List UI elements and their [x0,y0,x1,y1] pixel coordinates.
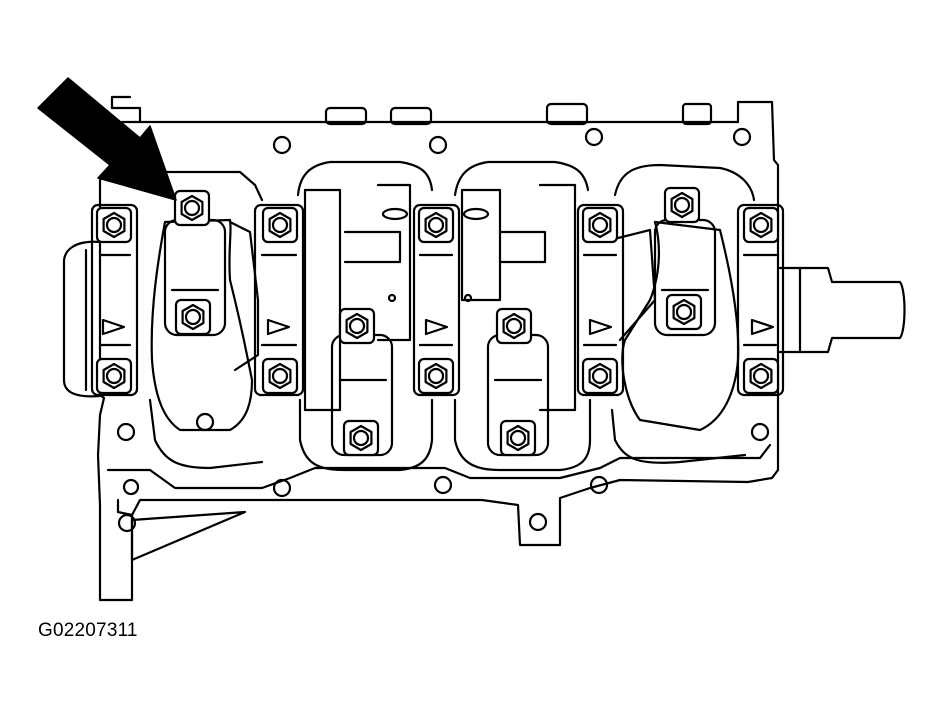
main-bearing-cap-1 [90,203,139,397]
bay-outline-3-lower [453,398,592,472]
crank-rear-flange [778,266,906,354]
top-boss [324,106,368,126]
bolt-icon [173,189,211,227]
bolt-hole [528,512,548,532]
bolt-icon [581,206,619,244]
crank-web-3b [538,183,577,412]
bolt-hole [195,412,215,432]
bay-outline-1-lower [148,398,264,470]
bolt-icon [417,206,455,244]
bolt-hole [117,513,137,533]
bolt-hole [122,478,140,496]
triangle-icon [101,318,126,336]
bolt-icon [665,293,703,331]
arrow-icon [37,77,177,201]
block-top-step [110,106,142,124]
bolt-icon [261,206,299,244]
bolts-group [95,186,780,457]
crank-journal-3 [460,188,502,302]
bolt-icon [342,419,380,457]
bolt-icon [581,357,619,395]
bolt-icon [495,307,533,345]
cylinder-block-outline [96,100,780,602]
bolt-hole [433,475,453,495]
bolt-hole [584,127,604,147]
counterweight-1 [150,218,254,432]
bolt-icon [663,186,701,224]
crank-journal-2 [303,188,342,412]
top-boss [545,102,589,126]
counterweight-1-web [228,220,260,372]
main-bearing-cap-3 [412,203,461,397]
block-top-ridge [110,95,132,110]
crank-web-2 [343,230,402,264]
oil-hole [463,293,473,303]
bolt-hole [272,478,292,498]
bay-outline-4 [613,163,756,202]
oil-pan-rail [116,498,134,517]
bolt-icon [261,357,299,395]
oil-hole [462,207,490,221]
bay-outline-3 [453,160,590,197]
bolt-hole [732,127,752,147]
bolt-icon [417,357,455,395]
triangle-icon [424,318,449,336]
crank-web-2b [376,183,412,342]
triangle-icon [750,318,775,336]
inner-skirt-line [106,443,772,490]
bolt-icon [742,357,780,395]
main-bearing-cap-2 [253,203,305,397]
bolt-icon [95,357,133,395]
top-boss [681,102,713,126]
bay-outline-2 [296,160,434,197]
bay-outline-1 [158,170,264,202]
top-boss [389,106,433,126]
bolt-hole [428,135,448,155]
main-bearing-cap-5 [736,203,785,397]
bolt-hole [272,135,292,155]
bay-outline-4-lower [610,408,747,464]
oil-hole [381,207,409,221]
bolt-hole [589,475,609,495]
figure-code: G02207311 [38,620,138,641]
bolt-icon [499,419,537,457]
bolt-hole [750,422,770,442]
bay-outline-2-lower [298,398,434,472]
bolt-icon [174,298,212,336]
crank-front-end [62,240,102,398]
bolt-icon [95,206,133,244]
bolt-icon [338,307,376,345]
triangle-icon [588,318,613,336]
main-bearing-cap-4 [576,203,625,397]
counterweight-4-web [616,228,657,342]
triangle-icon [266,318,291,336]
bolt-icon [742,206,780,244]
bolt-hole [116,422,136,442]
crank-web-3 [498,230,547,264]
lower-web [130,510,247,562]
oil-hole [387,293,397,303]
